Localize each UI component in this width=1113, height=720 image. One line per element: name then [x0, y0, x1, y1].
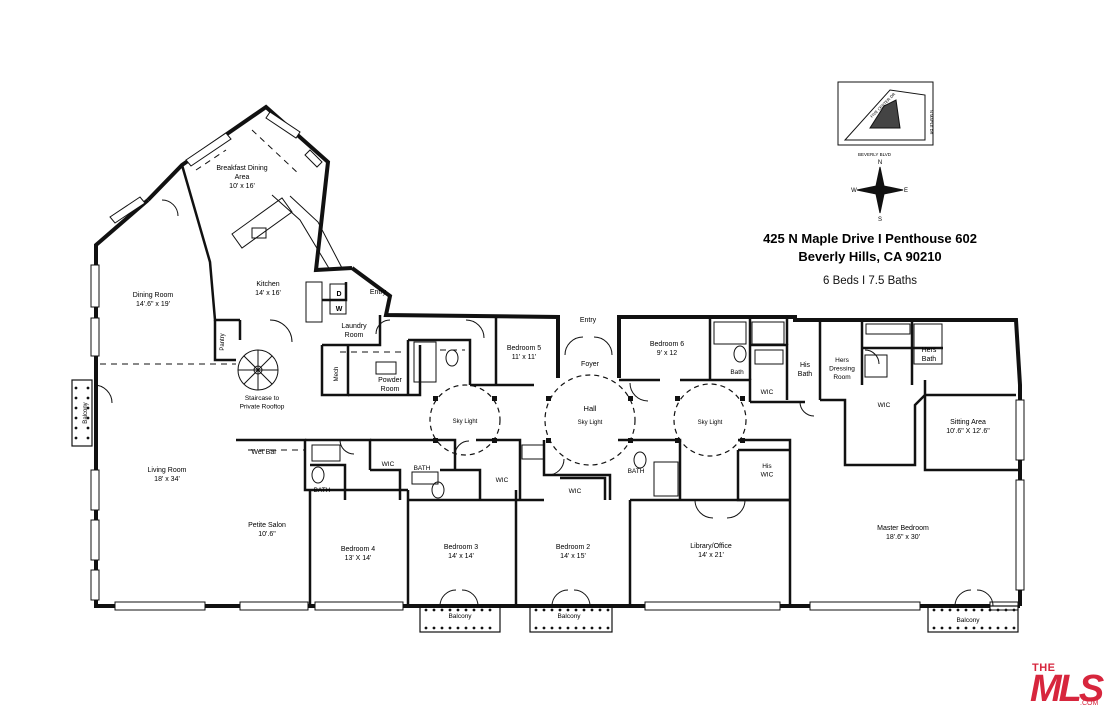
room-label-skylight1: Sky Light [453, 419, 478, 425]
room-label-wic_b4: WIC [382, 461, 395, 468]
logo-the-text: THE [1032, 662, 1056, 674]
room-label-hall: Hall [584, 404, 597, 413]
property-beds-baths: 6 Beds I 7.5 Baths [823, 275, 917, 287]
skylights [429, 374, 747, 466]
site-map [837, 81, 934, 146]
room-label-balcony_b2: Balcony [557, 613, 581, 620]
logo-com-text: .COM [1080, 700, 1099, 707]
room-label-entry_mid: Entry [580, 317, 597, 324]
compass-rose [856, 166, 904, 214]
room-label-skylight3: Sky Light [698, 420, 723, 426]
property-title-block: 425 N Maple Drive I Penthouse 602 Beverl… [740, 230, 1000, 287]
washer-label: W [336, 306, 343, 313]
balconies [71, 379, 1019, 633]
balcony-railings-bottom [424, 608, 1016, 630]
logo-mls-text: MLS [1030, 668, 1104, 710]
dryer-label: D [336, 291, 341, 298]
site-street-3: N MAPLE DR [929, 110, 934, 135]
skylight-posts [433, 396, 745, 443]
room-label-wic_b2: WIC [569, 488, 582, 495]
room-label-wic_b3: WIC [496, 477, 509, 484]
spiral-staircase [237, 349, 279, 391]
property-address: 425 N Maple Drive I Penthouse 602 [763, 231, 977, 246]
room-label-balcony_left: Balcony [83, 402, 89, 423]
kitchen-fixtures [231, 194, 347, 323]
compass-n: N [878, 160, 882, 166]
property-city: Beverly Hills, CA 90210 [798, 249, 942, 264]
room-label-wetbar: Wet Bar [251, 449, 277, 456]
room-label-balcony_b3: Balcony [448, 613, 472, 620]
room-label-balcony_master: Balcony [956, 617, 980, 624]
doors [93, 199, 994, 607]
room-label-bath_b6: Bath [730, 369, 744, 376]
room-label-wic_top: WIC [761, 389, 774, 396]
room-label-skylight2: Sky Light [578, 420, 603, 426]
room-label-bath_b4: BATH [314, 487, 331, 494]
interior-walls [180, 164, 1020, 606]
room-label-entry_top: Entry [370, 289, 387, 296]
room-label-mech: Mech [334, 367, 340, 382]
room-label-pantry: Pantry [220, 333, 226, 350]
mls-logo: THE MLS .COM [1030, 662, 1110, 712]
compass-s: S [878, 217, 882, 223]
balcony-railings [74, 386, 90, 440]
room-label-wic_hers: WIC [878, 402, 891, 409]
bath-fixtures [311, 321, 943, 499]
room-label-foyer: Foyer [581, 361, 600, 368]
site-street-2: BEVERLY BLVD [858, 152, 892, 157]
compass-e: E [904, 188, 908, 194]
room-label-bath_b3: BATH [414, 465, 431, 472]
compass-w: W [851, 188, 857, 194]
room-label-bath_b2: BATH [628, 468, 645, 475]
windows [90, 111, 1025, 611]
